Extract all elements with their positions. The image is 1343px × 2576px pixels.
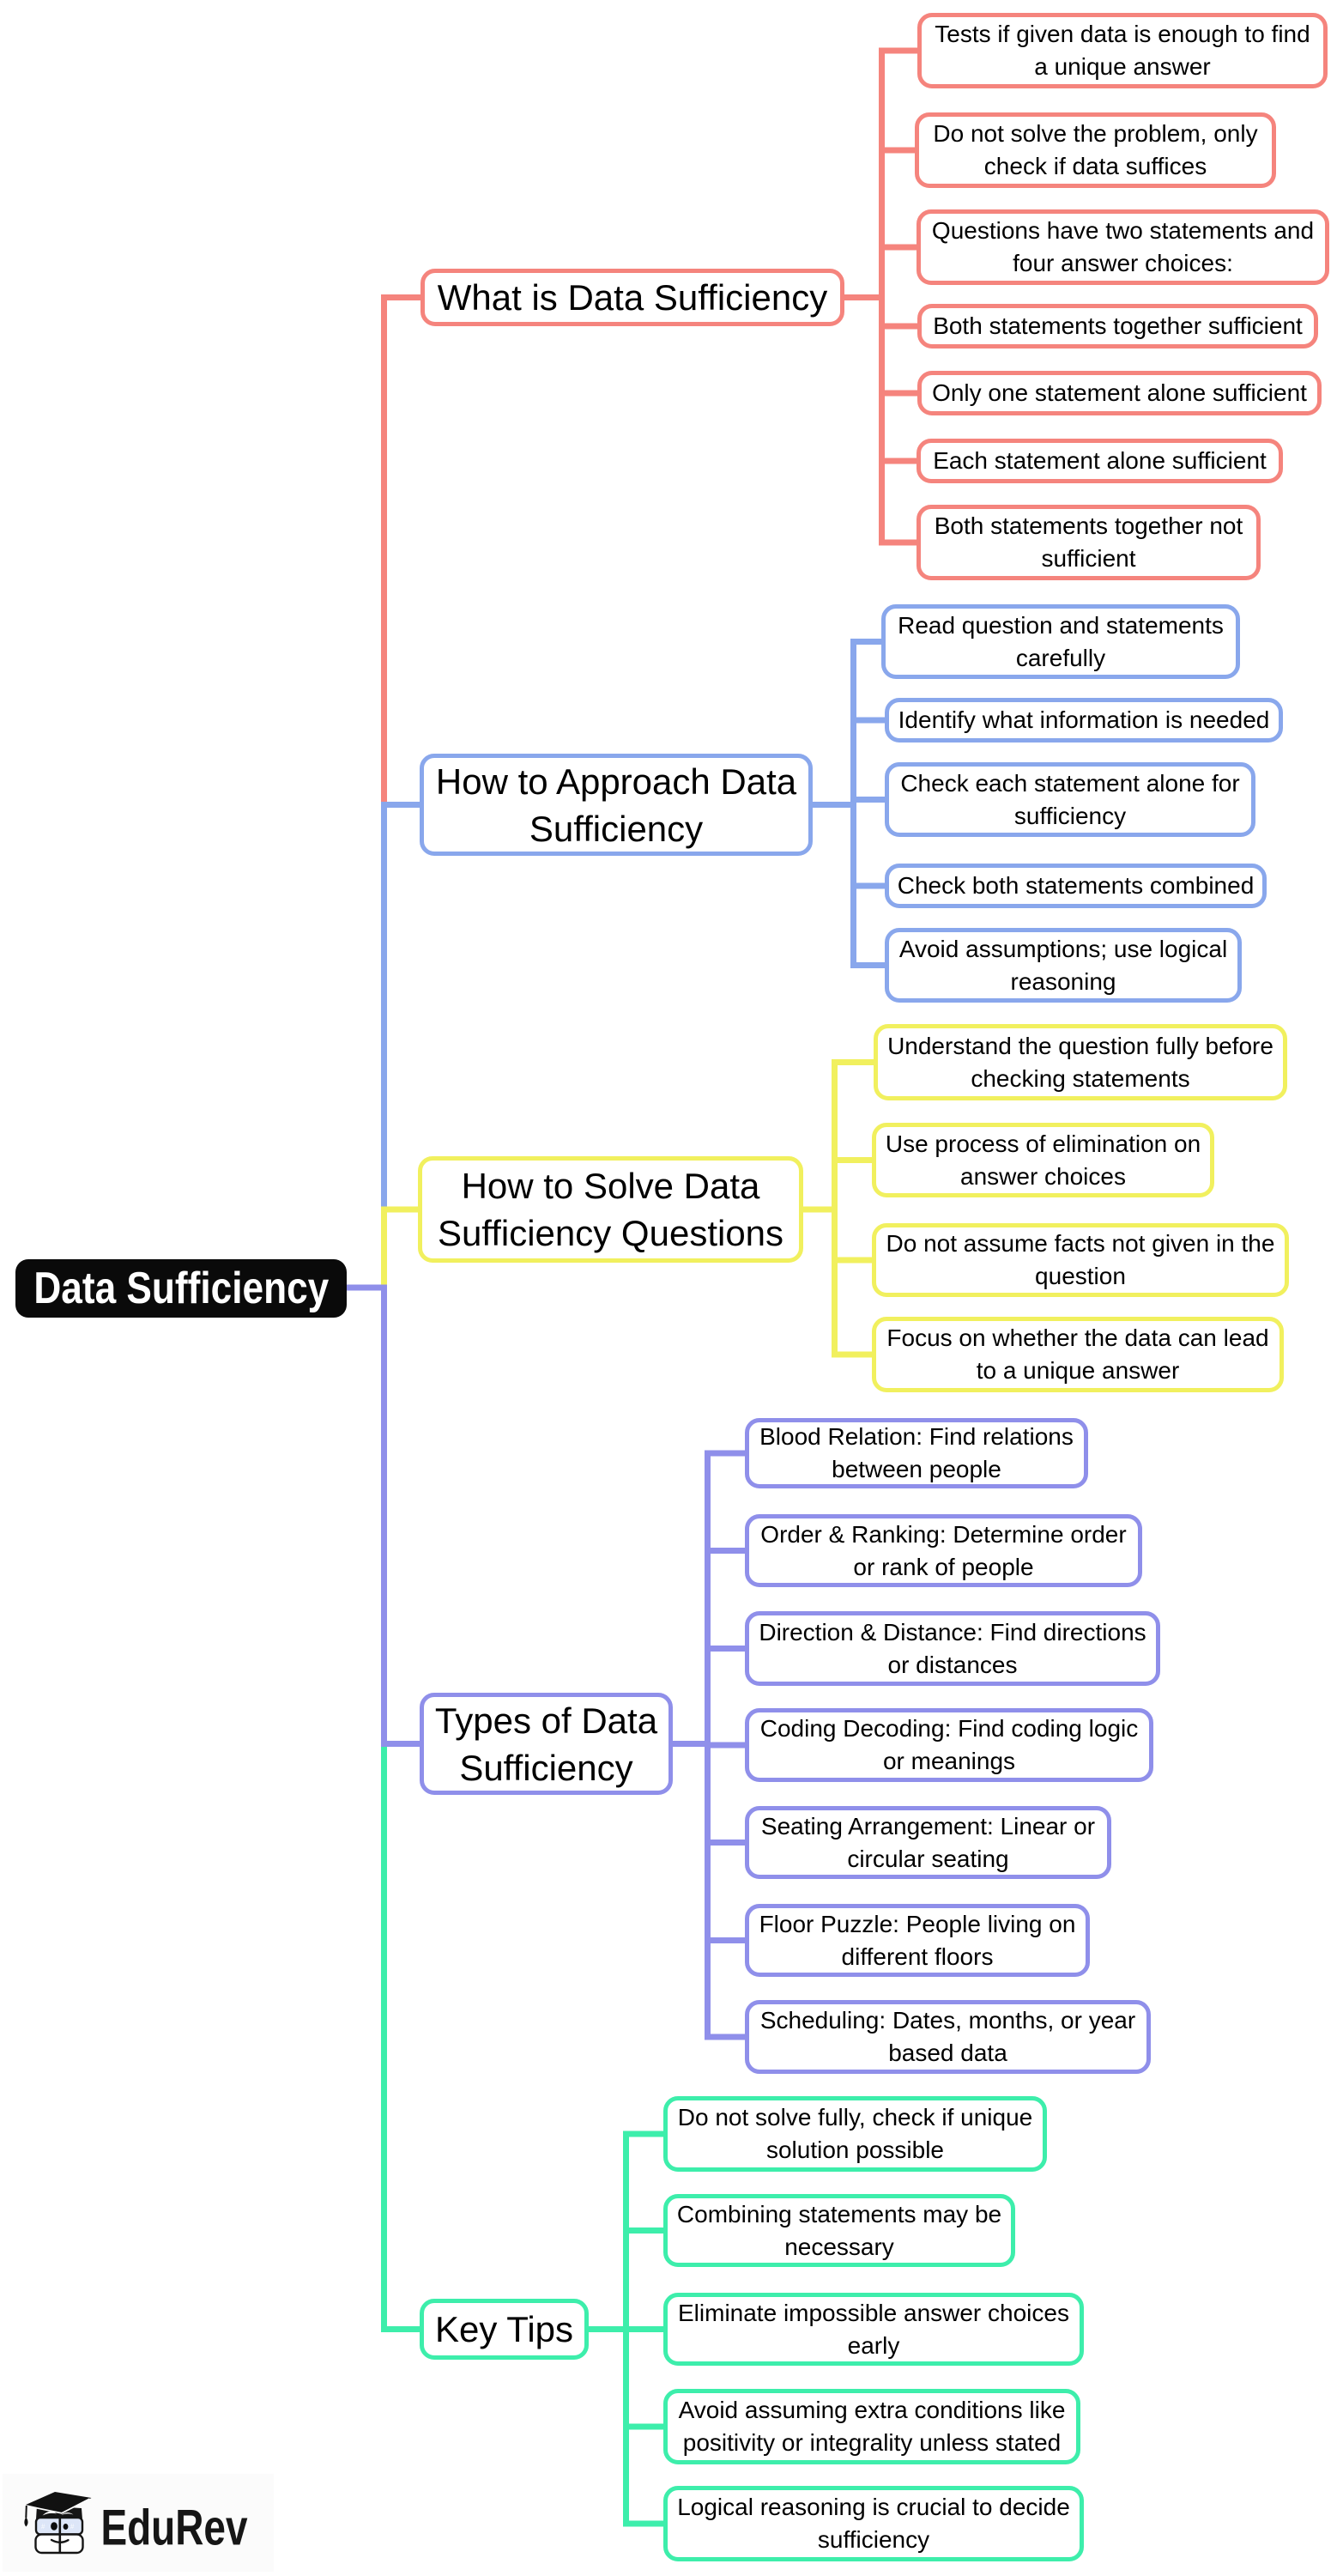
svg-text:#: #	[70, 2523, 75, 2531]
svg-text:#: #	[41, 2523, 45, 2531]
svg-text:EduRev: EduRev	[101, 2500, 248, 2556]
